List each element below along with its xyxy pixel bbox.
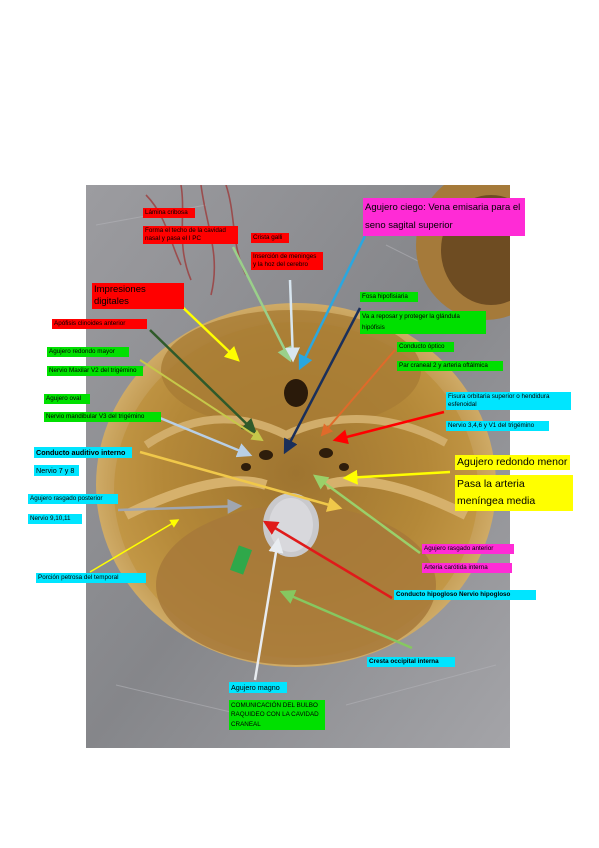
label-crista-desc: Inserción de meninges y la hoz del cereb… <box>251 252 323 270</box>
label-conducto-optico-desc: Par craneal 2 y arteria oftálmica <box>397 361 503 371</box>
label-apofisis: Apófisis clinoides anterior <box>52 319 147 329</box>
label-impresiones: Impresiones digitales <box>92 283 184 309</box>
label-rasgado-posterior: Agujero rasgado posterior <box>28 494 118 504</box>
label-rasgado-posterior-desc: Nervio 9,10,11 <box>28 514 82 524</box>
label-redondo-mayor: Agujero redondo mayor <box>47 347 129 357</box>
label-redondo-menor: Agujero redondo menor <box>455 455 570 471</box>
label-cresta-occipital: Cresta occipital interna <box>367 657 455 667</box>
label-fisura-orbitaria: Fisura orbitaria superior o hendidura es… <box>446 392 571 410</box>
label-auditivo-desc: Nervio 7 y 8 <box>34 465 79 476</box>
label-fosa-desc: Va a reposar y proteger la glándula hipó… <box>360 311 486 335</box>
label-hipogloso: Conducto hipogloso Nervio hipogloso <box>394 590 536 600</box>
label-rasgado-anterior-desc: Arteria carótida interna <box>422 563 512 573</box>
label-redondo-menor-desc: Pasa la arteria meníngea media <box>455 475 573 511</box>
label-lamina-cribosa: Lámina cribosa <box>143 208 195 218</box>
label-conducto-optico: Conducto óptico <box>397 342 454 352</box>
label-agujero-ciego: Agujero ciego: Vena emisaria para el sen… <box>363 198 525 237</box>
label-porcion-petrosa: Porción petrosa del temporal <box>36 573 146 583</box>
label-agujero-magno: Agujero magno <box>229 682 287 693</box>
label-oval: Agujero oval <box>44 394 90 404</box>
label-fosa-hipofisiaria: Fosa hipofisiaria <box>360 292 418 302</box>
label-fisura-desc: Nervio 3,4,6 y V1 del trigémino <box>446 421 549 431</box>
label-crista-galli: Crista galli <box>251 233 289 243</box>
green-tag <box>229 545 253 575</box>
label-oval-desc: Nervio mandibular V3 del trigémino <box>44 412 161 422</box>
label-redondo-mayor-desc: Nervio Maxilar V2 del trigémino <box>47 366 143 376</box>
label-rasgado-anterior: Agujero rasgado anterior <box>422 544 514 554</box>
label-auditivo: Conducto auditivo interno <box>34 447 132 458</box>
label-magno-desc: COMUNICACIÓN DEL BULBO RAQUIDEO CON LA C… <box>229 700 325 731</box>
label-lamina-desc: Forma el techo de la cavidad nasal y pas… <box>143 226 238 244</box>
